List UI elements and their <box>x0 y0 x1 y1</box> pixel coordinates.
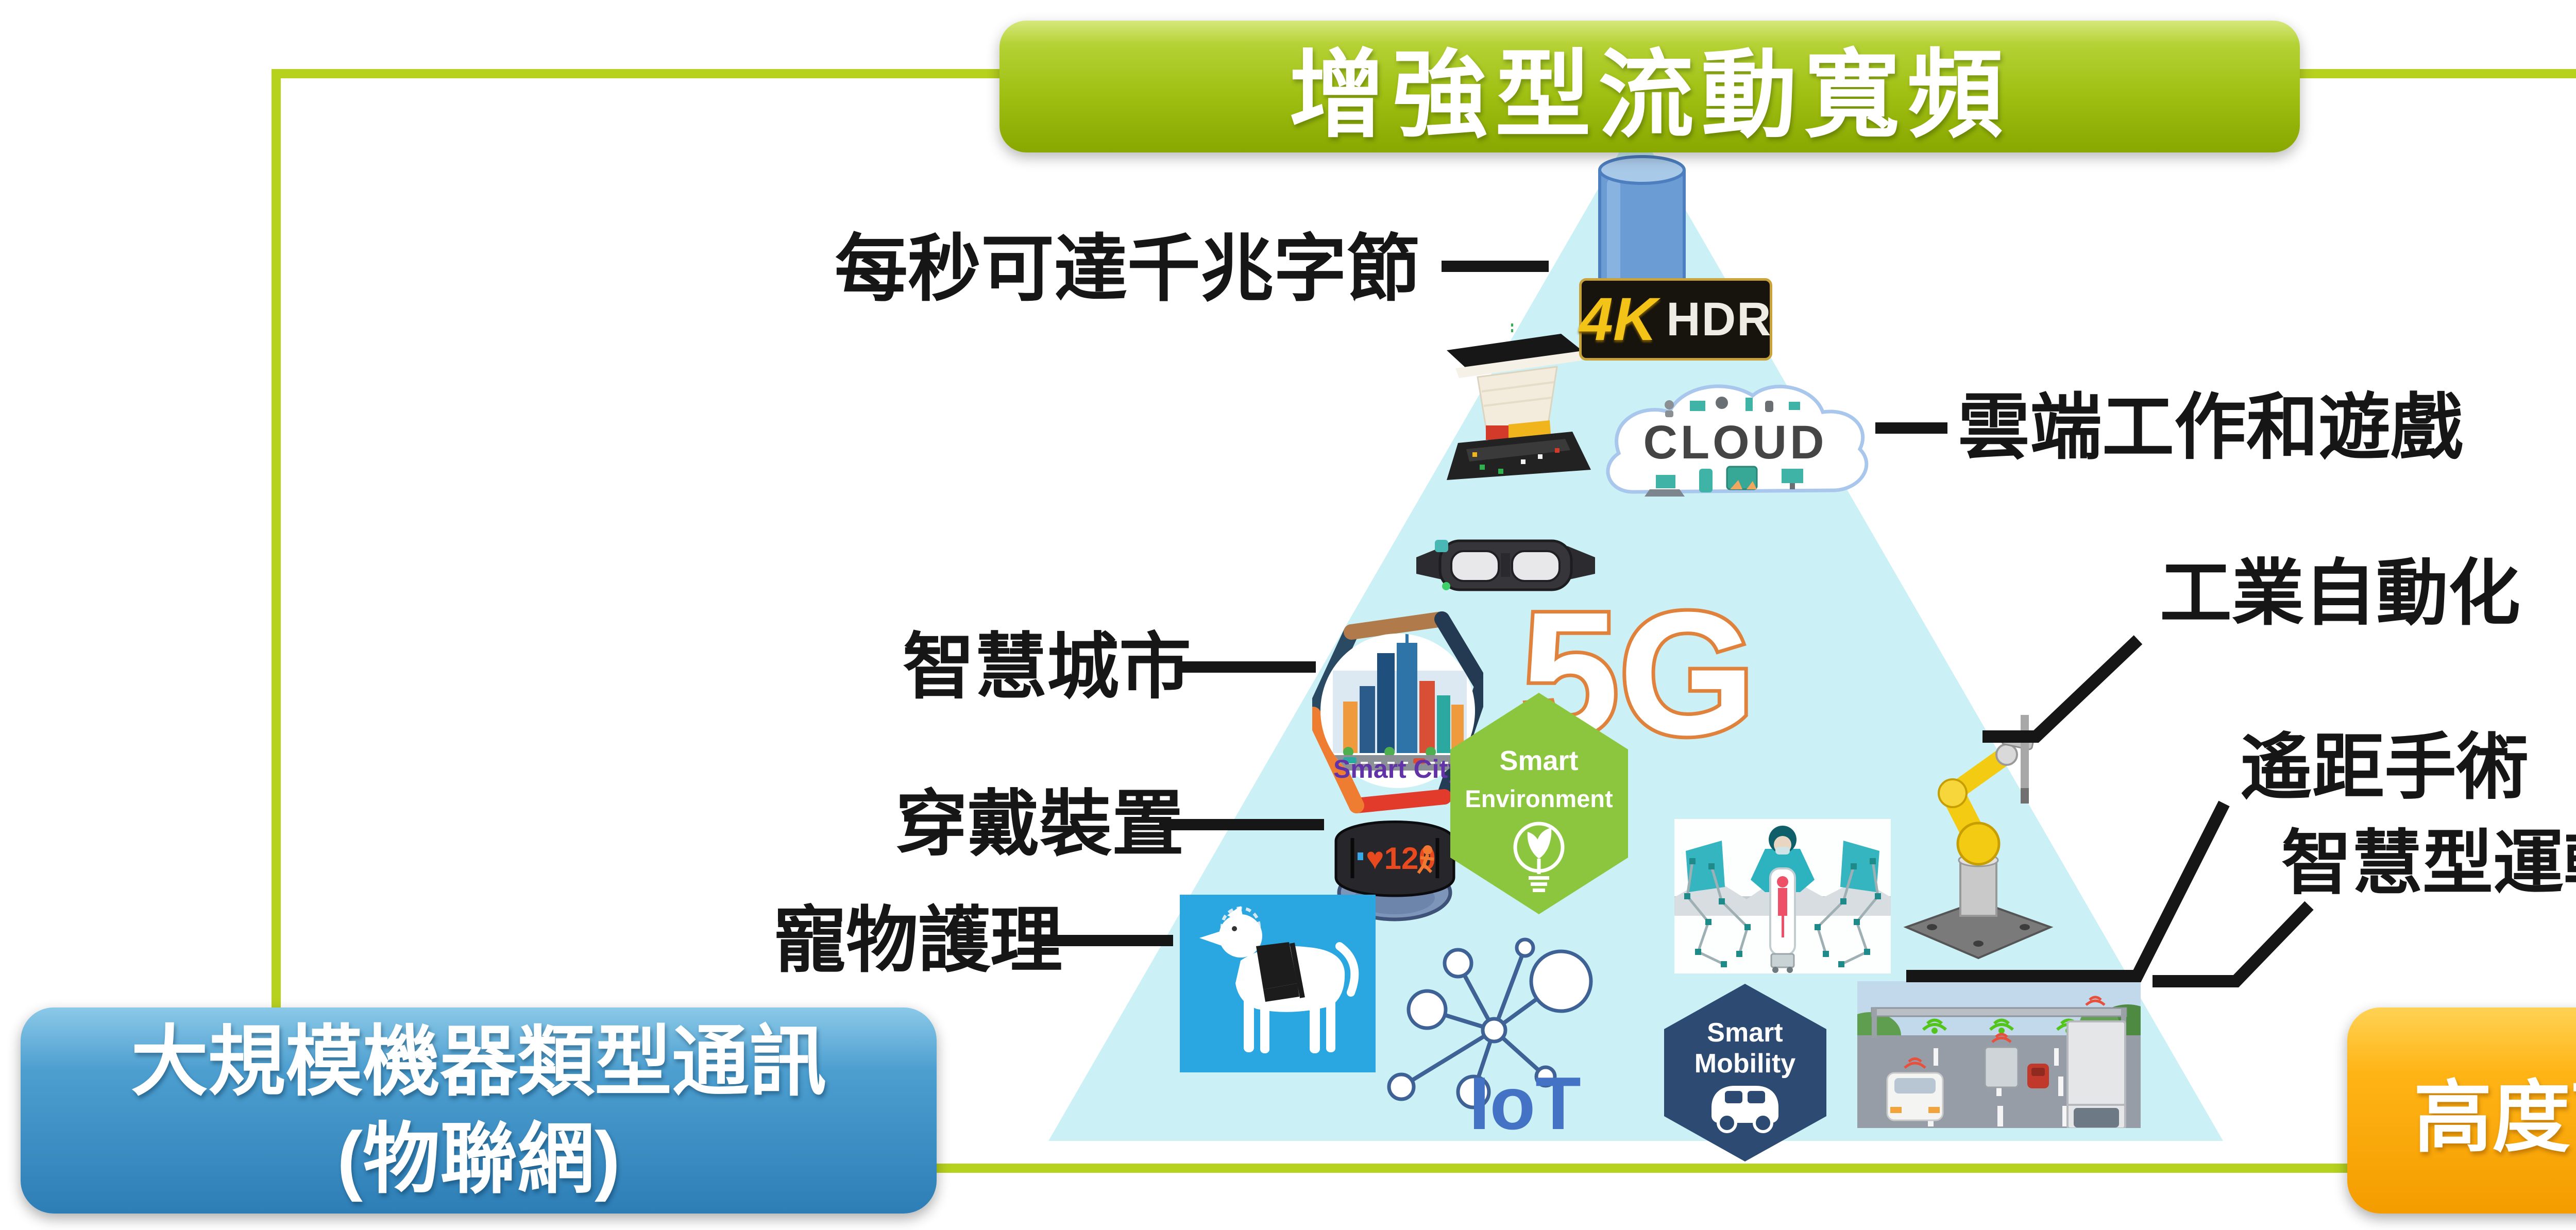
hdr-text: HDR <box>1666 293 1772 346</box>
cloud-text: CLOUD <box>1643 416 1827 469</box>
4k-text: 4K <box>1579 285 1657 353</box>
cloud-icon: CLOUD <box>1606 384 1869 497</box>
banner-blue-line1: 大規模機器類型通訊 <box>130 1018 826 1105</box>
label-remote-surgery: 遙距手術 <box>2240 727 2529 808</box>
banner-enhanced-mobile-broadband: 增強型流動寬頻 <box>999 21 2300 152</box>
banner-ultra-reliable-low-latency: 高度可靠和低時延通訊 <box>2347 1007 2576 1214</box>
smart-environment-hexagon-icon: Smart Environment <box>1450 693 1628 914</box>
iot-network-icon: IoT <box>1387 937 1593 1138</box>
banner-orange-label: 高度可靠和低時延通訊 <box>2414 1074 2576 1161</box>
connector-cloud <box>1875 422 1947 434</box>
smart-env-text-1: Smart <box>1499 745 1578 776</box>
label-gigabit-per-second: 每秒可達千兆字節 <box>835 228 1420 310</box>
smart-mobility-text-2: Mobility <box>1694 1049 1796 1079</box>
smart-mobility-text-1: Smart <box>1707 1018 1783 1048</box>
highway-traffic-icon <box>1857 981 2141 1128</box>
smart-mobility-hexagon-icon: Smart Mobility <box>1664 984 1826 1161</box>
4k-hdr-badge-icon: 4K HDR <box>1579 278 1772 361</box>
label-intelligent-transport: 智慧型運輸系統 <box>2281 824 2576 903</box>
smart-building-icon <box>1447 323 1591 480</box>
banner-massive-machine-type-communication: 大規模機器類型通訊 (物聯網) <box>21 1007 937 1214</box>
label-smart-city: 智慧城市 <box>903 626 1192 707</box>
label-wearables: 穿戴裝置 <box>895 783 1184 864</box>
banner-blue-line2: (物聯網) <box>337 1116 620 1202</box>
label-pet-care: 寵物護理 <box>774 900 1063 981</box>
iot-text: IoT <box>1469 1062 1581 1138</box>
connector-smart-city <box>1181 661 1316 673</box>
smart-env-text-2: Environment <box>1465 785 1613 812</box>
label-cloud-work-games: 雲端工作和遊戲 <box>1958 387 2463 468</box>
robot-arm-icon <box>1903 715 2054 960</box>
smart-city-hex-text: Smart City <box>1333 755 1462 783</box>
connector-gigabit <box>1442 261 1549 272</box>
banner-top-label: 增強型流動寬頻 <box>1289 42 2010 149</box>
remote-surgery-icon <box>1674 819 1891 973</box>
label-industrial-automation: 工業自動化 <box>2160 553 2521 634</box>
